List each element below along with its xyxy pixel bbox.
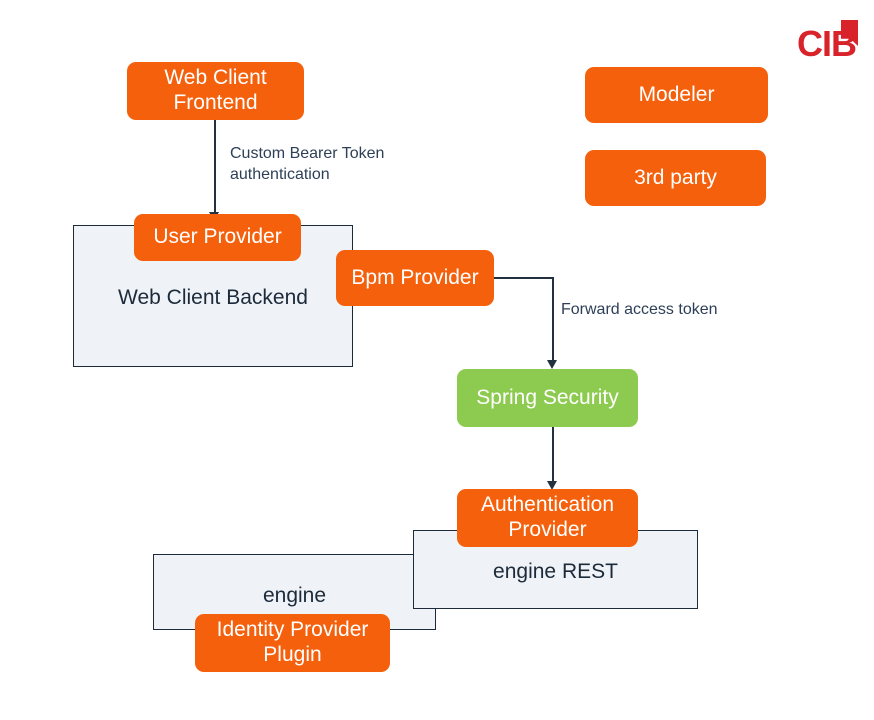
cib-logo: CIB bbox=[797, 20, 858, 62]
arrowhead-spring-to-authentication-provider bbox=[547, 481, 557, 490]
edge-label-forward-access-token: Forward access token bbox=[561, 301, 718, 318]
component-modeler[interactable]: Modeler bbox=[585, 67, 768, 123]
component-bpm-provider[interactable]: Bpm Provider bbox=[336, 250, 494, 306]
component-user-provider-label: User Provider bbox=[153, 225, 282, 249]
container-engine-rest-label: engine REST bbox=[493, 560, 618, 583]
component-spring-security[interactable]: Spring Security bbox=[457, 369, 638, 427]
arrowhead-bpm-to-spring-security bbox=[547, 360, 557, 369]
component-authentication-provider-label: Authentication Provider bbox=[480, 493, 615, 541]
component-web-client-frontend-label: Web Client Frontend bbox=[164, 66, 267, 114]
component-third-party-label: 3rd party bbox=[634, 165, 717, 189]
component-web-client-frontend[interactable]: Web Client Frontend bbox=[127, 62, 304, 120]
component-identity-provider-plugin-label: Identity Provider Plugin bbox=[216, 618, 369, 666]
component-identity-provider-plugin[interactable]: Identity Provider Plugin bbox=[195, 614, 390, 672]
edge-label-custom-bearer-token: Custom Bearer Token authentication bbox=[230, 145, 385, 183]
component-bpm-provider-label: Bpm Provider bbox=[351, 265, 479, 289]
connector-bpm-to-spring-horizontal bbox=[494, 277, 553, 279]
component-authentication-provider[interactable]: Authentication Provider bbox=[457, 489, 638, 547]
component-user-provider[interactable]: User Provider bbox=[134, 214, 301, 261]
container-web-client-backend-label: Web Client Backend bbox=[118, 286, 308, 309]
component-spring-security-label: Spring Security bbox=[476, 385, 619, 409]
connector-bpm-to-spring-vertical bbox=[552, 277, 554, 362]
container-engine-label: engine bbox=[262, 584, 327, 607]
connector-spring-to-authentication-provider bbox=[552, 427, 554, 484]
component-modeler-label: Modeler bbox=[638, 82, 715, 106]
connector-frontend-to-user-provider bbox=[214, 120, 216, 215]
component-third-party[interactable]: 3rd party bbox=[585, 150, 766, 206]
